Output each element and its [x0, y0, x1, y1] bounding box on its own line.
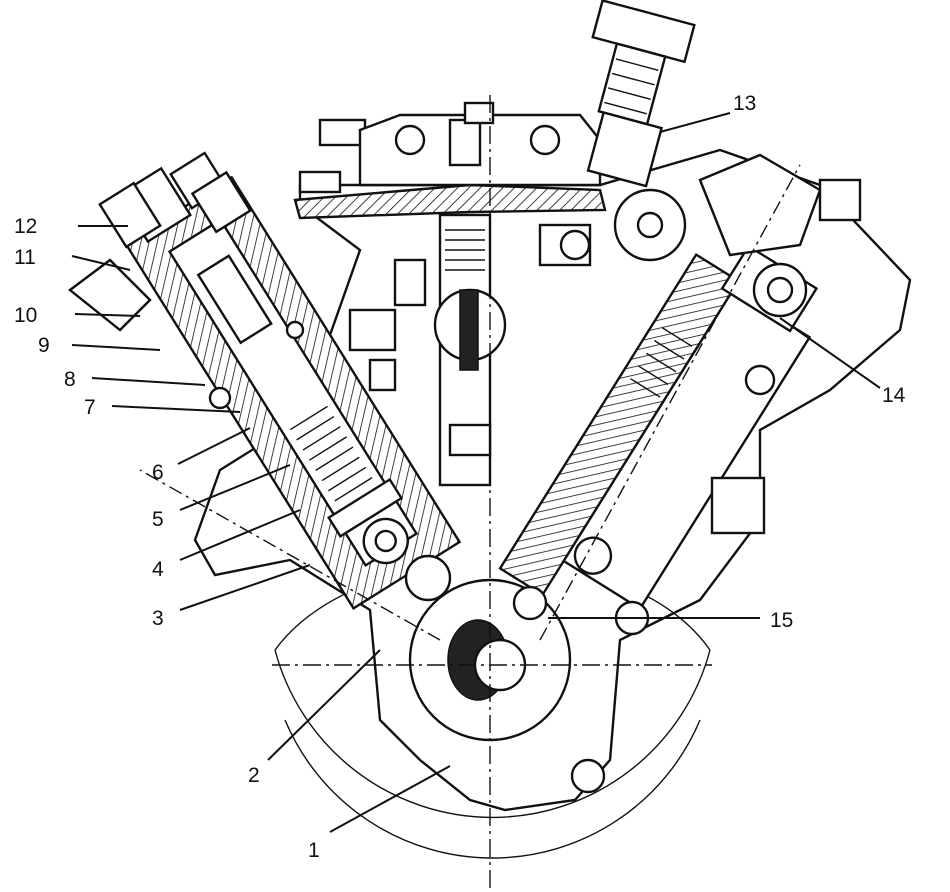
callout-9: 9 — [38, 334, 50, 357]
callout-labels: 1 2 3 4 5 6 7 8 9 10 11 12 13 14 15 — [14, 92, 906, 862]
callout-14: 14 — [882, 384, 906, 407]
callout-8: 8 — [64, 368, 76, 391]
callout-11: 11 — [14, 246, 36, 269]
callout-2: 2 — [248, 764, 260, 787]
governor-column — [348, 213, 592, 487]
callout-13: 13 — [733, 92, 756, 115]
callout-1: 1 — [308, 839, 320, 862]
callout-12: 12 — [14, 215, 37, 238]
left-pump-element — [117, 151, 462, 610]
callout-5: 5 — [152, 508, 164, 531]
callout-7: 7 — [84, 396, 96, 419]
leader-lines — [71, 112, 881, 833]
adjusting-screw-assembly — [586, 0, 696, 188]
callout-6: 6 — [152, 461, 164, 484]
right-bracket — [698, 153, 862, 535]
callout-3: 3 — [152, 607, 164, 630]
pivot-pin — [636, 211, 664, 239]
center-axis-lines — [139, 95, 801, 892]
top-cover — [293, 101, 607, 220]
callout-15: 15 — [770, 609, 793, 632]
right-pump-element — [498, 244, 819, 611]
callout-10: 10 — [14, 304, 37, 327]
callout-4: 4 — [152, 558, 164, 581]
